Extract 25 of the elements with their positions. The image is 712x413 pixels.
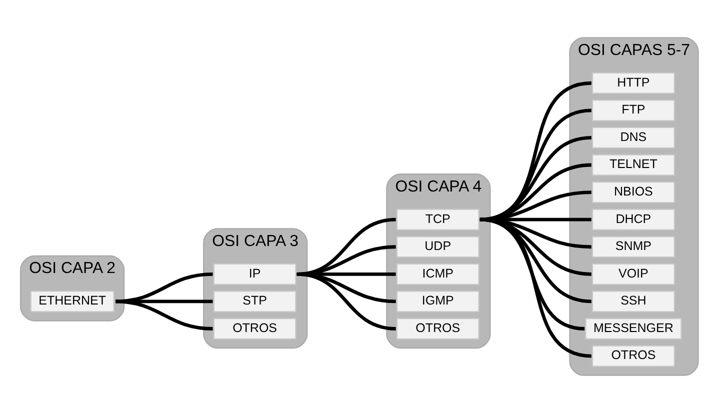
node-box: HTTP [592, 72, 675, 94]
node-box: DNS [592, 126, 675, 148]
node-box: UDP [396, 236, 480, 258]
node-box: ICMP [396, 263, 480, 285]
node-box: IP [213, 263, 296, 285]
connector [296, 272, 396, 330]
connector [116, 300, 213, 304]
node-box: OTROS [592, 345, 675, 367]
node-box: TCP [396, 208, 480, 230]
node-box: TELNET [592, 154, 675, 176]
connector [480, 218, 592, 358]
node-box: SSH [592, 290, 675, 312]
node-box: NBIOS [592, 181, 675, 204]
node-box: DHCP [592, 208, 675, 230]
node-box: OTROS [396, 318, 480, 340]
node-box: FTP [592, 100, 675, 122]
node-box: OTROS [213, 318, 296, 340]
node-box: MESSENGER [585, 318, 682, 340]
connector [115, 300, 213, 330]
node-box: ETHERNET [30, 290, 114, 312]
connector [115, 272, 213, 304]
node-box: STP [213, 290, 296, 312]
node-box: VOIP [592, 263, 675, 285]
node-box: SNMP [592, 236, 675, 258]
node-box: IGMP [396, 290, 480, 312]
